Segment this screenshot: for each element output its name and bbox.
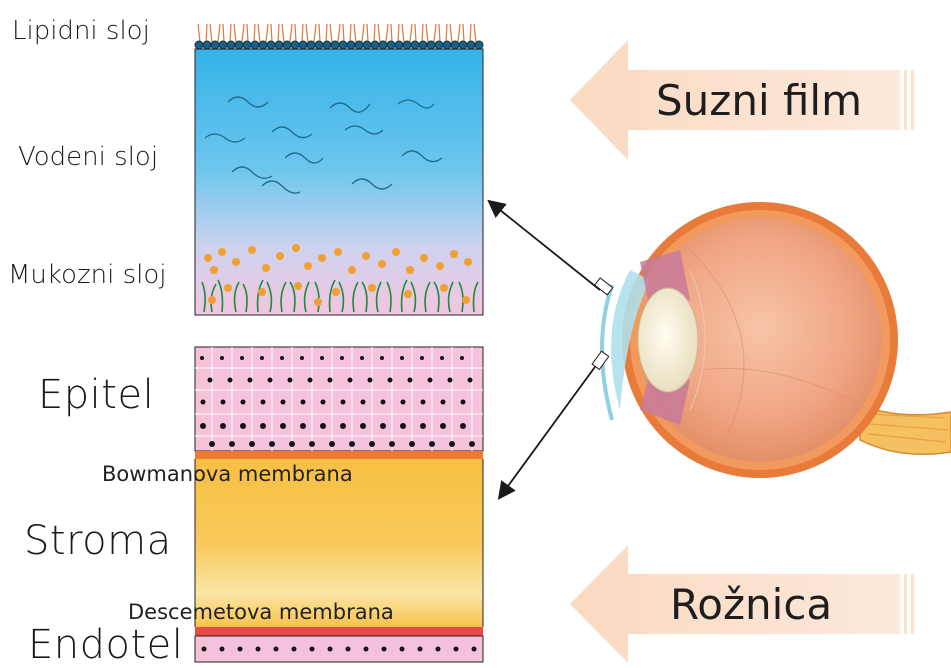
lipid-layer-heads — [195, 41, 483, 49]
cornea-title: Rožnica — [670, 580, 832, 629]
epithelium-layer — [195, 347, 483, 451]
tear-film-title: Suzni film — [656, 76, 862, 125]
aqueous-layer — [195, 49, 483, 315]
epithelium-label: Epitel — [38, 372, 154, 418]
bowman-membrane-label: Bowmanova membrana — [102, 462, 353, 486]
bowman-membrane — [195, 451, 483, 459]
pointer-arrows — [490, 202, 613, 497]
stroma-label: Stroma — [24, 518, 172, 564]
lipid-layer-hairs — [198, 24, 476, 42]
aqueous-layer-label: Vodeni sloj — [18, 142, 158, 172]
arrow-icon — [500, 360, 600, 497]
tear-film-block — [195, 24, 483, 315]
lens — [638, 288, 698, 392]
lipid-layer-label: Lipidni sloj — [12, 16, 150, 46]
mucous-layer-label: Mukozni sloj — [8, 260, 166, 290]
endothelium-label: Endotel — [28, 622, 183, 668]
arrow-icon — [490, 202, 600, 290]
descemet-membrane-label: Descemetova membrana — [128, 600, 394, 624]
descemet-membrane — [195, 627, 483, 636]
eye-cross-section — [602, 202, 951, 478]
